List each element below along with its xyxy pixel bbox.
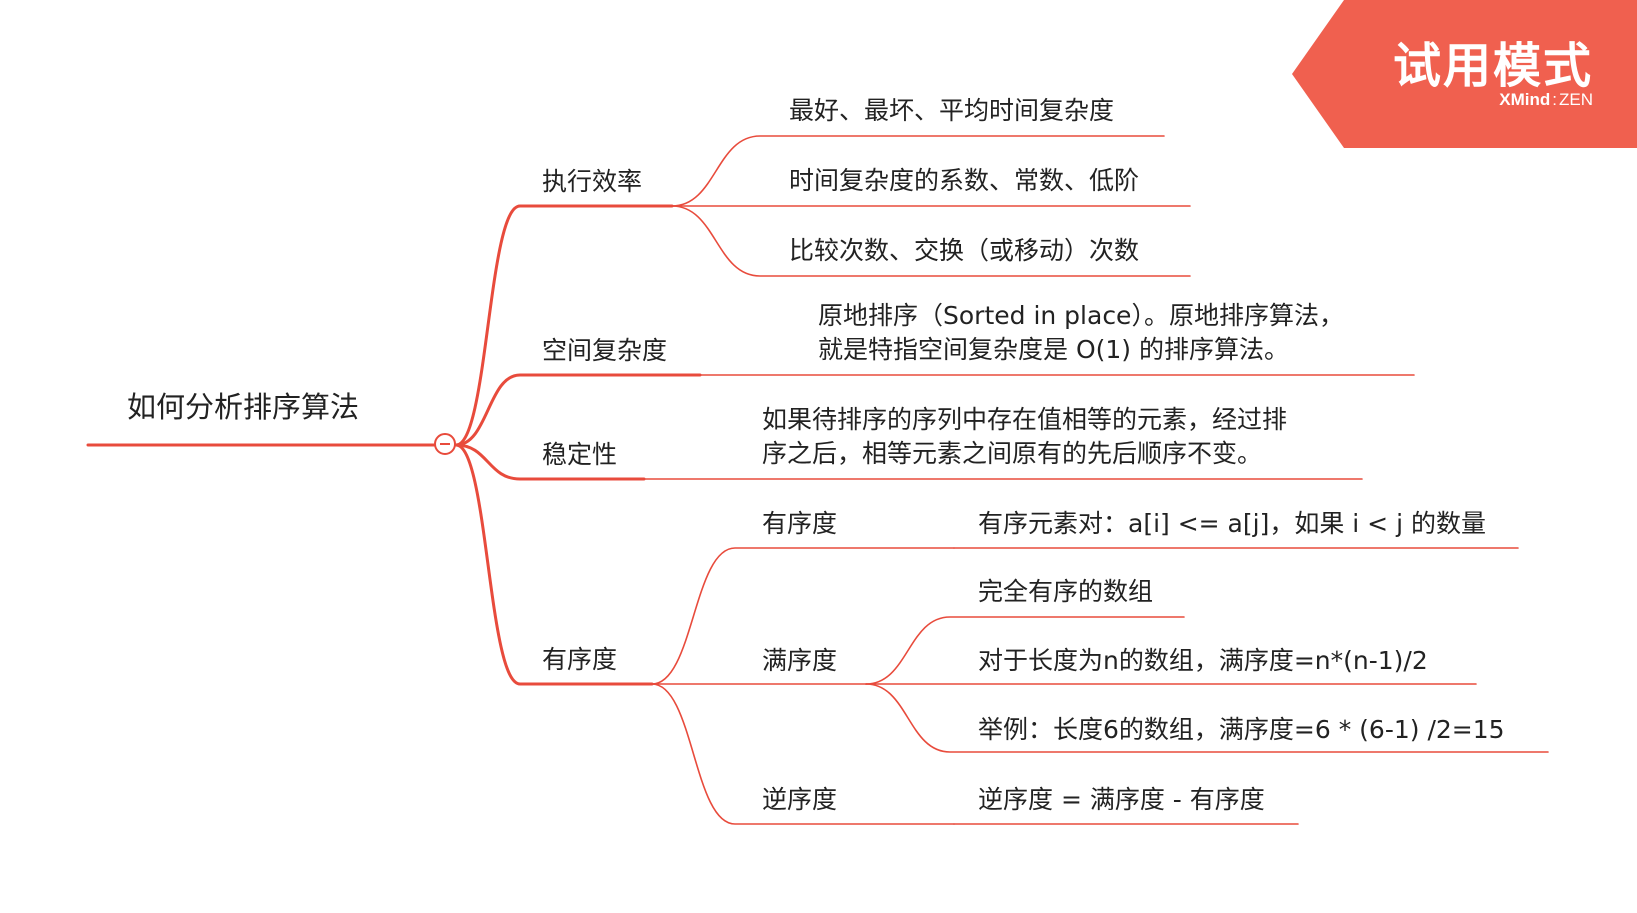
connector-reverse-order-degree (651, 683, 955, 825)
subtopic-compare-swap[interactable]: 比较次数、交换（或移动）次数 (789, 236, 1140, 265)
stability-line-1: 如果待排序的序列中存在值相等的元素，经过排 (762, 405, 1288, 434)
leaf-fully-ordered-array[interactable]: 完全有序的数组 (978, 577, 1154, 606)
connector-full-order-child-2 (865, 683, 1549, 753)
collapse-toggle-icon[interactable] (434, 433, 456, 455)
trial-mode-title: 试用模式 (1392, 38, 1593, 94)
connector-order-degree (651, 547, 955, 685)
subtopic-stability-definition[interactable]: 如果待排序的序列中存在值相等的元素，经过排 序之后，相等元素之间原有的先后顺序不… (762, 403, 1287, 471)
brand-suffix: ZEN (1559, 90, 1593, 109)
leaf-full-order-example[interactable]: 举例：长度6的数组，满序度=6 * (6-1) /2=15 (978, 715, 1505, 744)
trial-mode-badge[interactable]: 试用模式 XMind:ZEN (1292, 0, 1637, 148)
leaf-order-pair-definition[interactable]: 有序元素对：a[i] <= a[j]，如果 i < j 的数量 (978, 509, 1486, 538)
connector-efficiency-child-0 (671, 135, 1165, 207)
leaf-reverse-order-formula[interactable]: 逆序度 = 满序度 - 有序度 (978, 785, 1265, 814)
root-topic[interactable]: 如何分析排序算法 (127, 390, 360, 424)
subtopic-best-worst-average[interactable]: 最好、最坏、平均时间复杂度 (789, 96, 1115, 125)
subtopic-order-degree[interactable]: 有序度 (762, 509, 838, 538)
topic-stability[interactable]: 稳定性 (542, 440, 618, 469)
connector-space (454, 373, 702, 447)
xmind-zen-logo: XMind:ZEN (1499, 90, 1593, 110)
subtopic-full-order-degree[interactable]: 满序度 (762, 646, 838, 675)
topic-execution-efficiency[interactable]: 执行效率 (542, 167, 643, 196)
brand-name: XMind (1499, 90, 1551, 109)
leaf-full-order-formula[interactable]: 对于长度为n的数组，满序度=n*(n-1)/2 (978, 646, 1428, 675)
connector-stability (454, 443, 646, 481)
subtopic-reverse-order-degree[interactable]: 逆序度 (762, 785, 838, 814)
connector-efficiency-child-2 (671, 205, 1191, 277)
connector-efficiency (454, 204, 674, 447)
connector-full-order-child-0 (865, 616, 1185, 685)
brand-separator: : (1552, 90, 1557, 109)
subtopic-coefficient-constant[interactable]: 时间复杂度的系数、常数、低阶 (789, 166, 1140, 195)
in-place-line-2: 就是特指空间复杂度是 O(1) 的排序算法。 (818, 335, 1289, 364)
topic-orderliness[interactable]: 有序度 (542, 645, 618, 674)
connector-orderliness (454, 443, 654, 686)
in-place-line-1: 原地排序（Sorted in place）。原地排序算法， (818, 301, 1344, 330)
topic-space-complexity[interactable]: 空间复杂度 (542, 336, 668, 365)
subtopic-in-place-sort[interactable]: 原地排序（Sorted in place）。原地排序算法， 就是特指空间复杂度是… (818, 299, 1344, 367)
stability-line-2: 序之后，相等元素之间原有的先后顺序不变。 (762, 439, 1263, 468)
